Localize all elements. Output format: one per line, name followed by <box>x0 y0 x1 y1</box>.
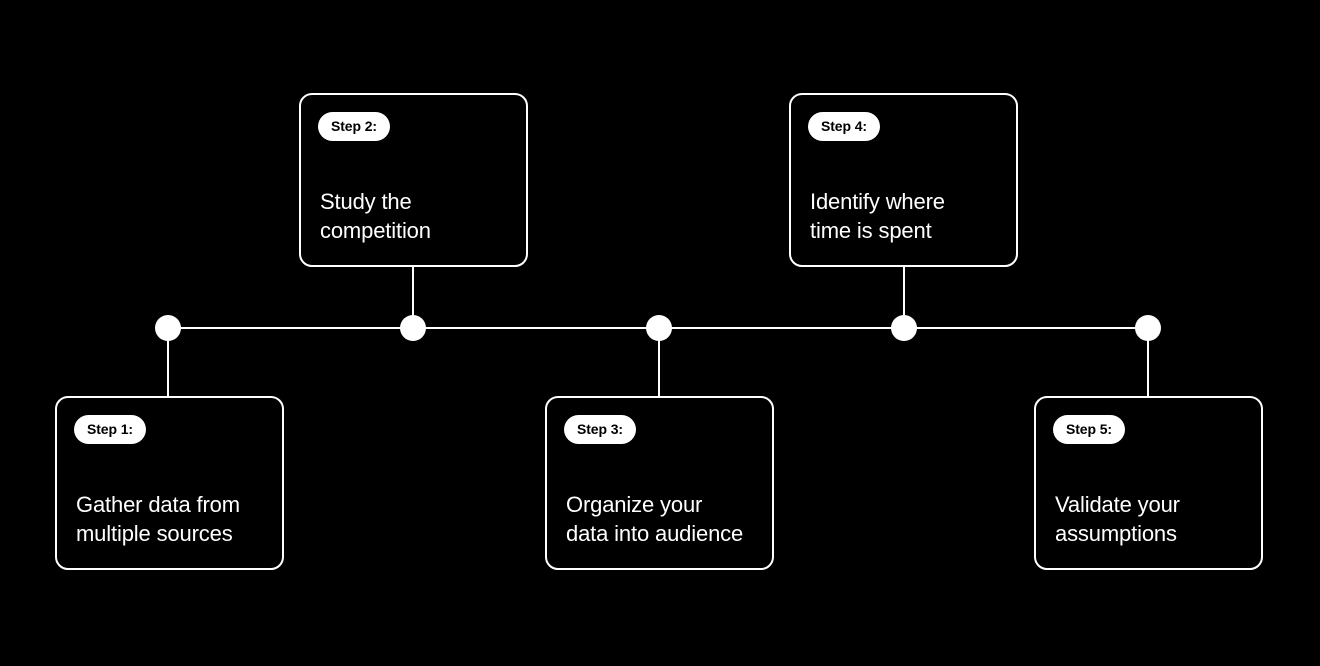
step-text-3: Organize your data into audience <box>566 492 744 546</box>
step-card-2[interactable]: Step 2: Study the competition <box>299 93 528 267</box>
step-card-5[interactable]: Step 5: Validate your assumptions <box>1034 396 1263 570</box>
step-text-5: Validate your assumptions <box>1055 492 1180 546</box>
step-badge-2: Step 2: <box>318 112 390 141</box>
connector-step-2 <box>412 267 414 328</box>
step-badge-1: Step 1: <box>74 415 146 444</box>
step-text-1: Gather data from multiple sources <box>76 492 240 546</box>
step-badge-3: Step 3: <box>564 415 636 444</box>
step-card-4[interactable]: Step 4: Identify where time is spent <box>789 93 1018 267</box>
step-card-3[interactable]: Step 3: Organize your data into audience <box>545 396 774 570</box>
step-card-1[interactable]: Step 1: Gather data from multiple sources <box>55 396 284 570</box>
step-badge-5: Step 5: <box>1053 415 1125 444</box>
connector-step-5 <box>1147 328 1149 396</box>
step-text-2: Study the competition <box>320 189 431 243</box>
connector-step-4 <box>903 267 905 328</box>
step-badge-4: Step 4: <box>808 112 880 141</box>
connector-step-3 <box>658 328 660 396</box>
step-text-4: Identify where time is spent <box>810 189 945 243</box>
connector-step-1 <box>167 328 169 396</box>
